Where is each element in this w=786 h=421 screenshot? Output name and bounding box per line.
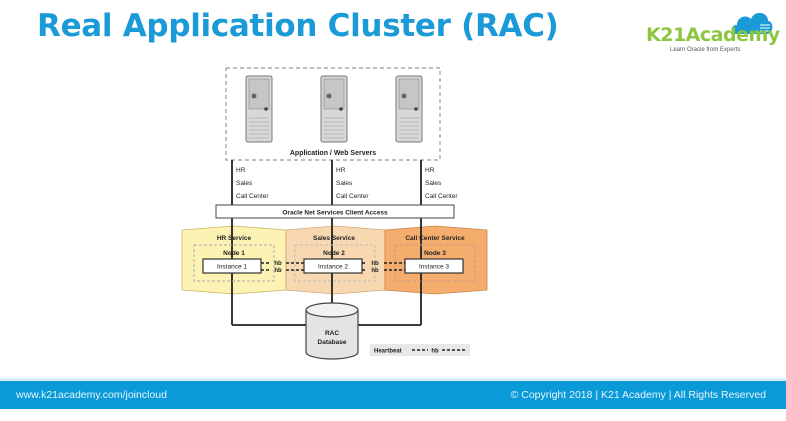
- net-services-bar: [215, 204, 455, 219]
- net-services-label: Oracle Net Services Client Access: [282, 210, 388, 217]
- app-servers-group: [225, 67, 441, 161]
- server-service-label: HR: [336, 167, 346, 174]
- hb-label: hb: [371, 268, 379, 274]
- node-box: [394, 244, 476, 282]
- instance-box: [202, 258, 262, 274]
- legend-symbol: hb: [431, 349, 439, 355]
- logo-name: K21Academy: [646, 24, 780, 46]
- server-service-label: Sales: [236, 180, 253, 187]
- legend-label: Heartbeat: [374, 349, 402, 355]
- service-name: HR Service: [217, 235, 252, 242]
- server-service-label: Sales: [336, 180, 353, 187]
- database-label-line1: RAC: [325, 330, 339, 337]
- node-box: [294, 244, 376, 282]
- logo[interactable]: K21Academy Learn Oracle from Experts: [640, 6, 780, 58]
- service-name: Call Center Service: [405, 235, 465, 242]
- instance-label: Instance 3: [419, 264, 449, 271]
- cloud-icon: [731, 12, 773, 34]
- server-tower-icon: [395, 75, 423, 143]
- server-service-label: HR: [425, 167, 435, 174]
- server-service-label: Call Center: [236, 193, 269, 200]
- instance-box: [303, 258, 363, 274]
- server-service-label: Sales: [425, 180, 442, 187]
- database-label-line2: Database: [318, 339, 347, 346]
- node-box: [193, 244, 275, 282]
- instance-label: Instance 2: [318, 264, 348, 271]
- server-service-label: Call Center: [336, 193, 369, 200]
- footer: www.k21academy.com/joincloud © Copyright…: [0, 381, 786, 409]
- node-label: Node 1: [223, 250, 245, 257]
- instance-label: Instance 1: [217, 264, 247, 271]
- heartbeat-links: [261, 262, 405, 271]
- node-label: Node 2: [323, 250, 345, 257]
- server-tower-icon: [320, 75, 348, 143]
- hb-label: hb: [274, 268, 282, 274]
- logo-tagline: Learn Oracle from Experts: [670, 47, 741, 53]
- hb-label: hb: [371, 261, 379, 267]
- app-servers-label: Application / Web Servers: [290, 150, 376, 157]
- server-service-label: HR: [236, 167, 246, 174]
- service-name: Sales Service: [313, 235, 355, 242]
- footer-divider: [0, 378, 786, 381]
- instance-box: [404, 258, 464, 274]
- page-title: Real Application Cluster (RAC): [37, 8, 559, 44]
- hb-label: hb: [274, 261, 282, 267]
- node-label: Node 3: [424, 250, 446, 257]
- database-icon: [305, 302, 359, 360]
- footer-link[interactable]: www.k21academy.com/joincloud: [16, 389, 167, 401]
- server-service-label: Call Center: [425, 193, 458, 200]
- server-tower-icon: [245, 75, 273, 143]
- footer-copyright: © Copyright 2018 | K21 Academy | All Rig…: [510, 389, 766, 401]
